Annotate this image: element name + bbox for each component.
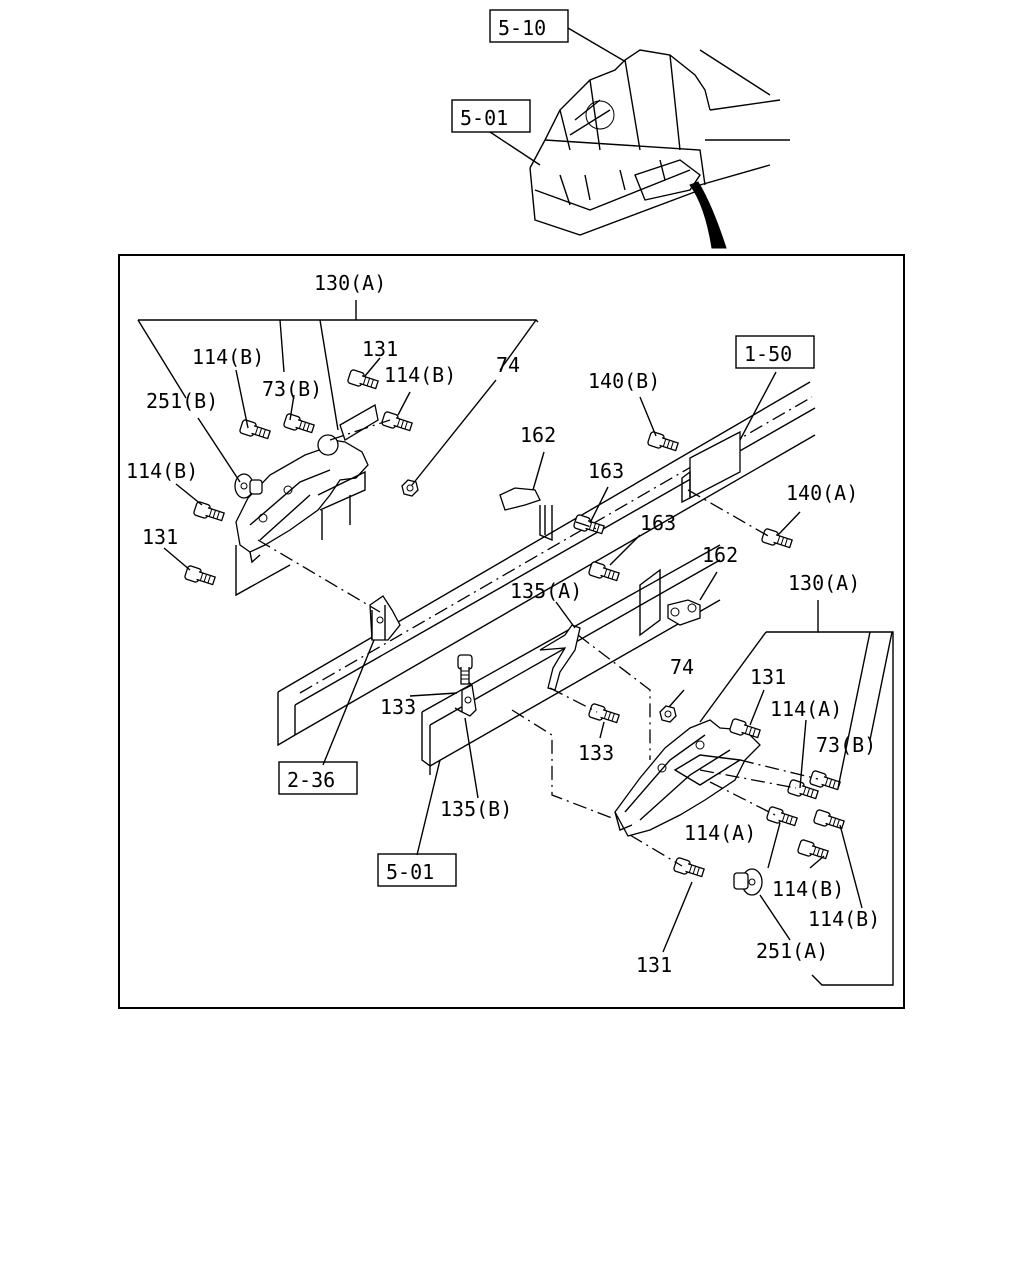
ref-box-5-01-bottom[interactable]: 5-01 [377, 853, 457, 887]
bolt-73b-left [282, 412, 316, 437]
callout-131-4: 131 [636, 953, 672, 977]
bolt-114b-right-b [796, 838, 830, 863]
right-hanger-bracket [614, 719, 761, 837]
callout-114b-2: 114(B) [384, 363, 456, 387]
leader-lines [137, 300, 894, 986]
callout-163-2: 163 [640, 511, 676, 535]
bolt-140b [646, 430, 680, 455]
bolt-114a-right-mid [765, 805, 799, 830]
bolt-131-left-top [346, 368, 380, 393]
ref-box-5-10[interactable]: 5-10 [489, 9, 569, 43]
bolt-133-upper [457, 654, 473, 685]
callout-135a: 135(A) [510, 579, 582, 603]
callout-73b-1: 73(B) [262, 377, 322, 401]
ref-label-1-50: 1-50 [744, 342, 792, 366]
callout-74-1: 74 [496, 353, 520, 377]
callout-163-1: 163 [588, 459, 624, 483]
callout-73b-2: 73(B) [816, 733, 876, 757]
callout-140a: 140(A) [786, 481, 858, 505]
callout-130a-top: 130(A) [314, 271, 386, 295]
callout-162-2: 162 [702, 543, 738, 567]
bracket-135a [539, 624, 581, 691]
callout-labels: 130(A) 114(B) 131 114(B) 73(B) 74 251(B)… [126, 271, 880, 977]
callout-162-1: 162 [520, 423, 556, 447]
ref-label-5-10: 5-10 [498, 16, 546, 40]
bolt-163-lower [587, 560, 621, 585]
bolt-163-upper [572, 513, 606, 538]
callout-114b-5: 114(B) [808, 907, 880, 931]
bolt-131-right-bottom [672, 856, 706, 881]
callout-140b: 140(B) [588, 369, 660, 393]
washer-bolt-251b [234, 473, 263, 499]
callout-135b: 135(B) [440, 797, 512, 821]
ref-label-5-01-top: 5-01 [460, 106, 508, 130]
washer-bolt-251a [733, 868, 763, 896]
callout-130a-right: 130(A) [788, 571, 860, 595]
overview-frame-illustration [529, 49, 790, 249]
diagram-frame [118, 254, 905, 1009]
bracket-135b [454, 679, 477, 717]
nut-74-right [659, 705, 677, 723]
callout-114a-1: 114(A) [770, 697, 842, 721]
ref-label-5-01-bottom: 5-01 [386, 860, 434, 884]
ref-box-5-01-top[interactable]: 5-01 [451, 99, 531, 133]
callout-131-2: 131 [142, 525, 178, 549]
callout-114b-4: 114(B) [772, 877, 844, 901]
bolt-114b-left-top [238, 418, 272, 443]
callout-251b: 251(B) [146, 389, 218, 413]
callout-114a-2: 114(A) [684, 821, 756, 845]
callout-133-2: 133 [578, 741, 614, 765]
ref-box-1-50[interactable]: 1-50 [735, 335, 815, 369]
callout-131-3: 131 [750, 665, 786, 689]
callout-131-1: 131 [362, 337, 398, 361]
nut-74-left [401, 479, 419, 497]
component-1-50 [681, 430, 741, 504]
bolt-114b-left-mid [192, 500, 226, 525]
bracket-162-right [639, 568, 701, 637]
bolt-140a [760, 527, 794, 552]
callout-74-2: 74 [670, 655, 694, 679]
bolt-114b-left-right [380, 410, 414, 435]
callout-114b-3: 114(B) [126, 459, 198, 483]
ref-label-2-36: 2-36 [287, 768, 335, 792]
ref-box-2-36[interactable]: 2-36 [278, 761, 358, 795]
callout-251a: 251(A) [756, 939, 828, 963]
callout-133-1: 133 [380, 695, 416, 719]
callout-114b-1: 114(B) [192, 345, 264, 369]
bracket-162-left [499, 487, 553, 542]
left-hanger-bracket [235, 403, 379, 597]
center-rail-bracket [369, 595, 401, 641]
